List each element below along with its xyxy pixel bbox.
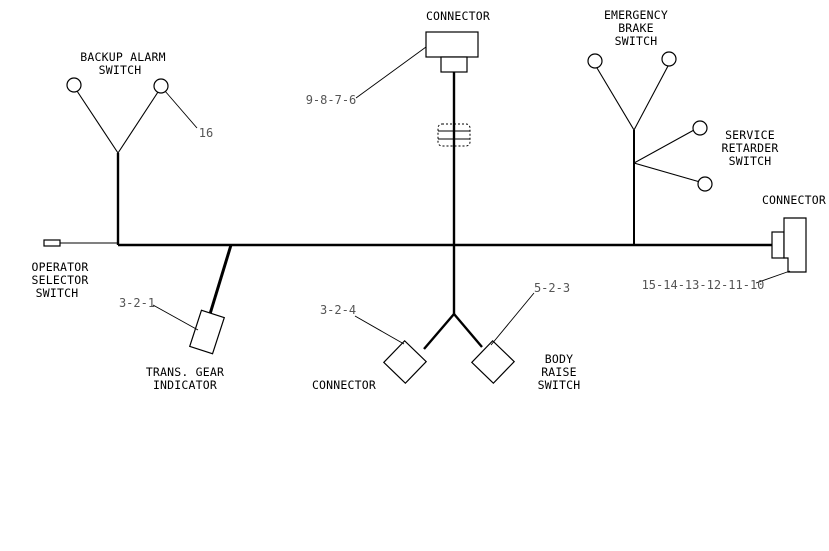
body-raise-label-line3: SWITCH — [538, 378, 581, 392]
trans-gear-label-line2: INDICATOR — [153, 378, 217, 392]
service-retarder-switch — [633, 120, 713, 192]
trans-gear-label-line1: TRANS. GEAR — [146, 365, 224, 379]
bottom-branch — [423, 245, 483, 350]
emergency-brake-label-line2: BRAKE — [618, 21, 654, 35]
backup-alarm-label-line1: BACKUP ALARM — [80, 50, 165, 64]
operator-selector-switch — [43, 239, 61, 247]
right-connector-pin-leader — [755, 270, 791, 284]
operator-selector-label-line2: SELECTOR — [32, 273, 89, 287]
backup-alarm-pin-leader — [164, 90, 198, 129]
operator-selector-label-line3: SWITCH — [36, 286, 79, 300]
backup-alarm-label-line2: SWITCH — [99, 63, 142, 77]
backup-alarm-switch — [66, 77, 169, 245]
body-raise-label-line1: BODY — [545, 352, 574, 366]
right-connector-pins: 15-14-13-12-11-10 — [642, 278, 765, 292]
emergency-brake-label-line3: SWITCH — [615, 34, 658, 48]
trans-gear-pins: 3-2-1 — [119, 296, 155, 310]
bottom-connector — [382, 339, 428, 385]
top-connector-label: CONNECTOR — [426, 9, 490, 23]
service-retarder-label-line2: RETARDER — [722, 141, 779, 155]
right-connector-label: CONNECTOR — [762, 193, 826, 207]
body-raise-pins: 5-2-3 — [534, 281, 570, 295]
right-connector — [771, 217, 807, 273]
emergency-brake-switch — [587, 51, 677, 245]
body-raise-label-line2: RAISE — [541, 365, 577, 379]
service-retarder-label-line1: SERVICE — [725, 128, 775, 142]
top-connector-pins: 9-8-7-6 — [306, 93, 357, 107]
backup-alarm-pins: 16 — [199, 126, 213, 140]
bottom-connector-pins: 3-2-4 — [320, 303, 356, 317]
top-connector-pin-leader — [355, 46, 427, 99]
emergency-brake-label-line1: EMERGENCY — [604, 8, 668, 22]
top-connector — [425, 31, 479, 245]
trans-gear-pin-leader — [152, 304, 199, 331]
bottom-connector-label: CONNECTOR — [312, 378, 376, 392]
body-raise-switch — [470, 339, 516, 385]
bottom-connector-pin-leader — [354, 315, 405, 345]
service-retarder-label-line3: SWITCH — [729, 154, 772, 168]
body-raise-pin-leader — [490, 292, 535, 346]
trans-gear-indicator — [188, 244, 233, 355]
operator-selector-label-line1: OPERATOR — [32, 260, 89, 274]
